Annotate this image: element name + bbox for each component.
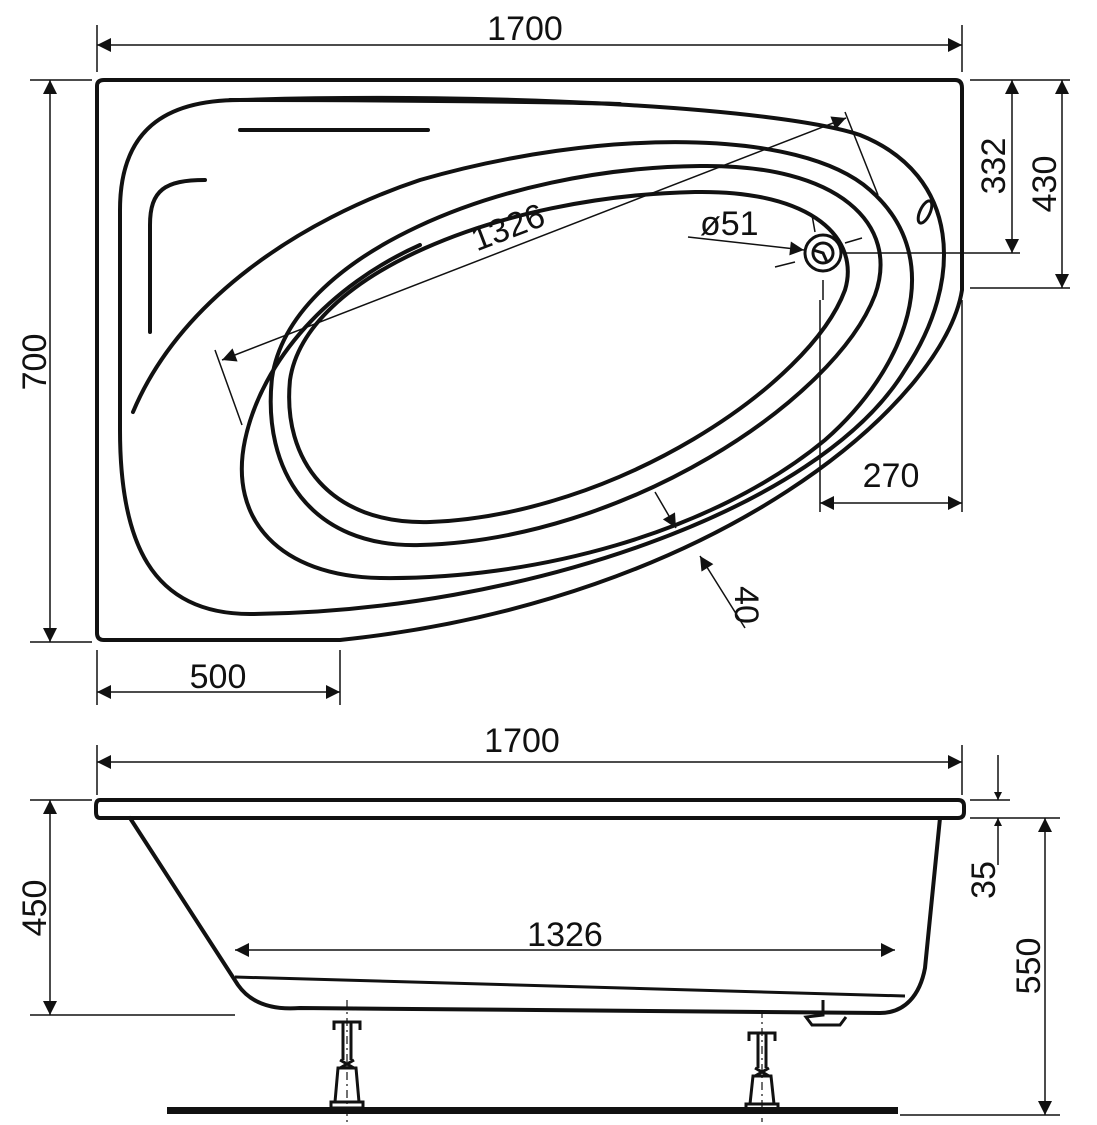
basin-length-dimension-line xyxy=(221,116,847,362)
top-depth-label: 700 xyxy=(16,334,54,391)
support-leg-right xyxy=(744,1010,780,1122)
side-width-label: 1700 xyxy=(484,722,560,760)
tub-outline xyxy=(95,78,964,642)
side-view: 1700 450 35 550 1326 xyxy=(16,722,1060,1122)
backrest-line xyxy=(228,98,622,106)
drain-icon xyxy=(774,214,863,300)
side-depth-label: 450 xyxy=(16,880,54,937)
support-leg-left xyxy=(329,1000,365,1122)
drain-diameter-label: ø51 xyxy=(700,205,759,243)
drain-offset-label: 332 xyxy=(975,138,1013,195)
top-view: 1700 700 332 430 1326 ø51 270 40 500 xyxy=(16,10,1070,705)
tub-body xyxy=(128,816,942,1015)
overflow-icon xyxy=(916,199,934,225)
tub-rim xyxy=(94,798,966,820)
straight-edge-label: 500 xyxy=(190,658,247,696)
total-height-label: 550 xyxy=(1010,938,1048,995)
basin-outer-contour xyxy=(118,95,946,616)
drain-fitting xyxy=(803,1000,848,1027)
top-width-label: 1700 xyxy=(487,10,563,48)
basin-floor-contour xyxy=(287,189,850,525)
floor-length-label: 1326 xyxy=(527,916,603,954)
floor xyxy=(167,1107,898,1114)
rim-width-label: 40 xyxy=(727,586,765,624)
tub-floor-line xyxy=(234,975,906,998)
drain-side-label: 270 xyxy=(863,457,920,495)
rim-thickness-label: 35 xyxy=(965,861,1003,899)
rim-depth-label: 430 xyxy=(1026,156,1064,213)
armrest-line xyxy=(148,178,207,334)
